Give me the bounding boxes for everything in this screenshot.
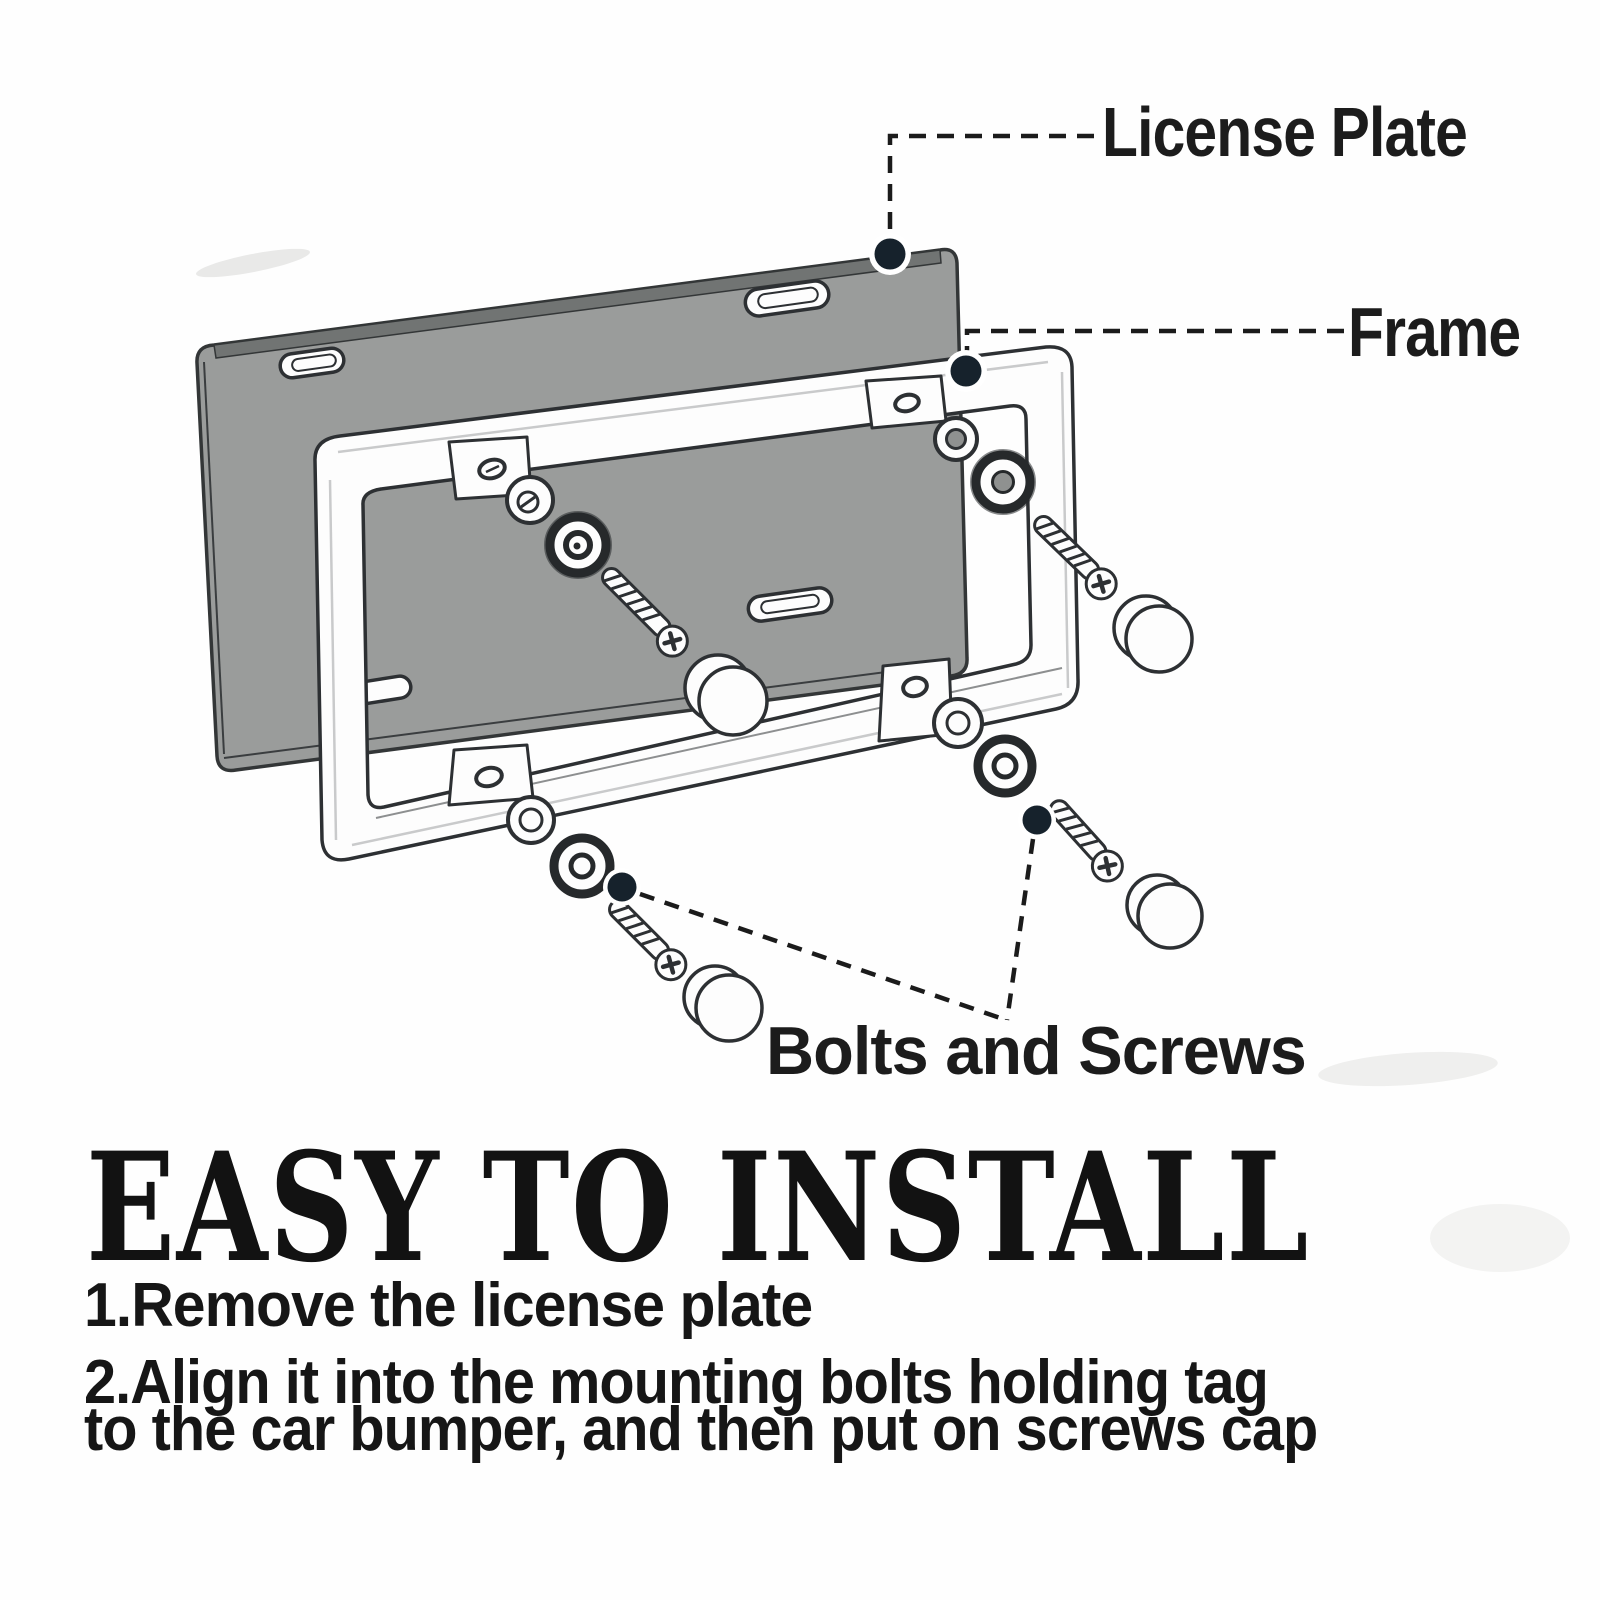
- washer: [932, 697, 984, 749]
- license-plate-drawing: [195, 247, 969, 773]
- frame-tab: [447, 743, 535, 807]
- callout-bolts-and-screws: Bolts and Screws: [766, 1013, 1307, 1089]
- screw-cap: [1112, 594, 1194, 674]
- rubber-grommet: [973, 734, 1037, 798]
- anchor-dot: [950, 355, 982, 387]
- screw-cap: [683, 653, 769, 737]
- screw: [601, 567, 689, 658]
- plate-top-edge-face: [213, 249, 942, 359]
- frame-drawing: [313, 345, 1080, 862]
- anchor-dot: [1022, 805, 1052, 835]
- plate-slot: [743, 279, 831, 318]
- washer: [506, 795, 556, 845]
- screw-cap: [1125, 873, 1204, 950]
- leader-license-plate: [869, 133, 1094, 275]
- leader-bolts-and-screws: [603, 801, 1056, 1023]
- callout-frame: Frame: [1348, 293, 1521, 371]
- rubber-grommet: [544, 511, 612, 579]
- step-1: 1.Remove the license plate: [84, 1271, 813, 1340]
- anchor-dot: [874, 238, 906, 270]
- background-smudges: [196, 248, 1570, 1272]
- frame-tab: [864, 374, 948, 430]
- screw-cap: [682, 964, 764, 1043]
- anchor-dot: [607, 872, 637, 902]
- step-2-line-1: 2.Align it into the mounting bolts holdi…: [84, 1348, 1269, 1417]
- washer: [505, 475, 555, 525]
- heading-easy-to-install: EASY TO INSTALL: [86, 1120, 1310, 1296]
- plate-slot: [746, 586, 834, 623]
- plate-slot: [278, 346, 346, 380]
- washer: [933, 416, 979, 462]
- rubber-grommet: [970, 449, 1036, 515]
- screw: [1048, 799, 1124, 883]
- callout-license-plate: License Plate: [1102, 93, 1468, 171]
- rubber-grommet: [549, 833, 615, 899]
- screw: [1033, 514, 1118, 601]
- step-2-line-2: to the car bumper, and then put on screw…: [84, 1395, 1318, 1464]
- leader-frame: [945, 328, 1344, 392]
